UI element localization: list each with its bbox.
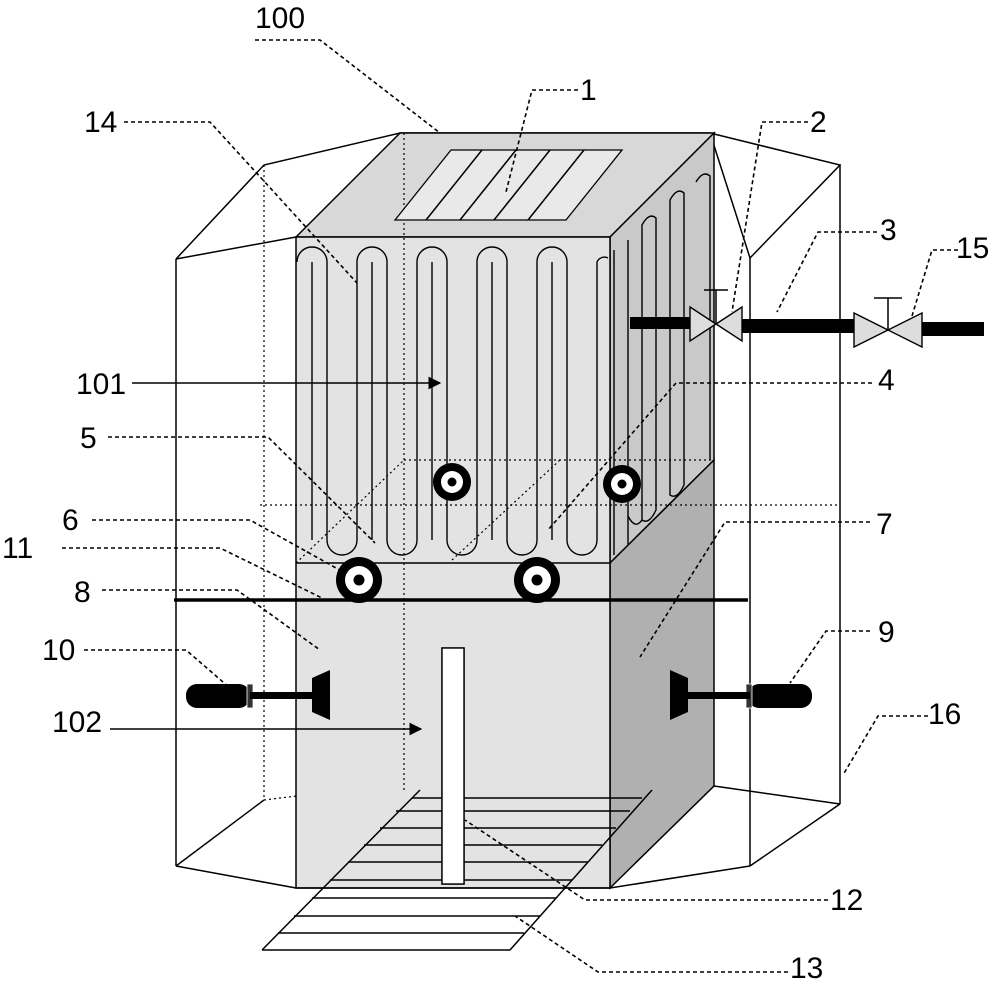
label-3: 3 [880, 214, 897, 247]
reactor-box [260, 131, 840, 890]
label-14: 14 [84, 106, 117, 139]
label-15: 15 [956, 232, 989, 265]
side-coil [613, 173, 711, 555]
pusher-right [670, 670, 812, 720]
label-5: 5 [80, 422, 97, 455]
label-16: 16 [928, 698, 961, 731]
leader-lines [62, 39, 958, 973]
label-2: 2 [810, 106, 827, 139]
label-8: 8 [74, 576, 91, 609]
label-1: 1 [580, 74, 597, 107]
roller-back-right [603, 465, 641, 503]
label-6: 6 [62, 504, 79, 537]
gas-pipe [630, 289, 984, 349]
valve-15 [853, 311, 890, 349]
label-7: 7 [876, 508, 893, 541]
roller-front-left [336, 557, 382, 603]
front-coil [296, 246, 609, 556]
label-11: 11 [2, 532, 33, 565]
pusher-left [186, 670, 330, 720]
label-101: 101 [76, 368, 126, 401]
label-10: 10 [42, 634, 75, 667]
valve-2 [689, 305, 718, 343]
label-12: 12 [830, 884, 863, 917]
label-102: 102 [52, 706, 102, 739]
label-13: 13 [790, 952, 823, 985]
label-4: 4 [878, 364, 895, 397]
roller-back-left [433, 463, 471, 501]
label-9: 9 [878, 616, 895, 649]
roller-front-right [514, 557, 560, 603]
label-100: 100 [255, 2, 305, 35]
